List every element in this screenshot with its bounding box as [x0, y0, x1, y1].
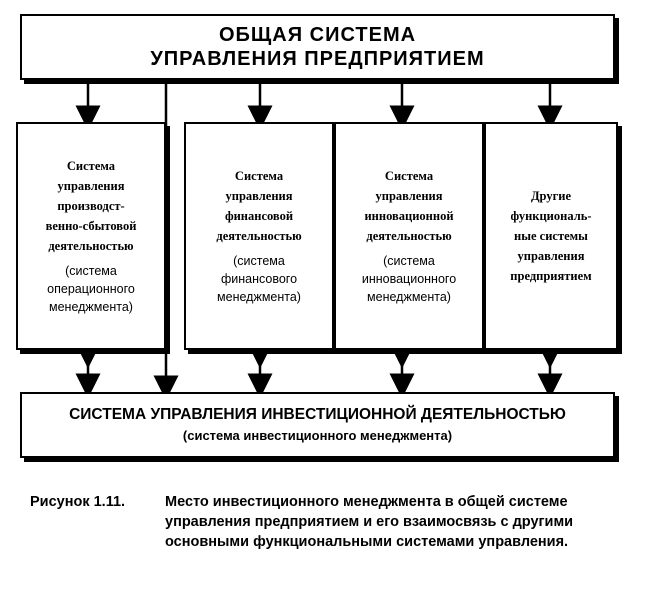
investment-management-system-box: СИСТЕМА УПРАВЛЕНИЯ ИНВЕСТИЦИОННОЙ ДЕЯТЕЛ… — [20, 392, 615, 458]
subsystem-parenthetical: (система инновационного менеджмента) — [361, 254, 457, 304]
subsystem-name: Система управления финансовой деятельнос… — [216, 169, 302, 243]
general-management-system-box: ОБЩАЯ СИСТЕМА УПРАВЛЕНИЯ ПРЕДПРИЯТИЕМ — [20, 14, 615, 80]
figure-caption: Рисунок 1.11. Место инвестиционного мене… — [30, 492, 630, 552]
bottom-box-title: СИСТЕМА УПРАВЛЕНИЯ ИНВЕСТИЦИОННОЙ ДЕЯТЕЛ… — [69, 406, 566, 423]
top-box-line1: ОБЩАЯ СИСТЕМА — [218, 24, 417, 46]
subsystem-box-innovation: Система управления инновационной деятель… — [334, 122, 484, 350]
bottom-box-subtitle: (система инвестиционного менеджмента) — [182, 428, 453, 443]
subsystem-box-finance: Система управления финансовой деятельнос… — [184, 122, 334, 350]
top-box-line2: УПРАВЛЕНИЯ ПРЕДПРИЯТИЕМ — [150, 48, 485, 70]
caption-label: Рисунок 1.11. — [30, 494, 126, 510]
caption-text: Место инвестиционного менеджмента в обще… — [165, 494, 574, 550]
subsystem-parenthetical: (система финансового менеджмента) — [217, 254, 301, 304]
subsystem-name: Другие функциональ- ные системы управлен… — [510, 189, 592, 283]
subsystem-name: Система управления производст- венно-сбы… — [45, 159, 137, 253]
subsystem-parenthetical: (система операционного менеджмента) — [47, 264, 135, 314]
subsystem-box-other: Другие функциональ- ные системы управлен… — [484, 122, 618, 350]
subsystem-name: Система управления инновационной деятель… — [364, 169, 454, 243]
subsystem-box-operations: Система управления производст- венно-сбы… — [16, 122, 166, 350]
